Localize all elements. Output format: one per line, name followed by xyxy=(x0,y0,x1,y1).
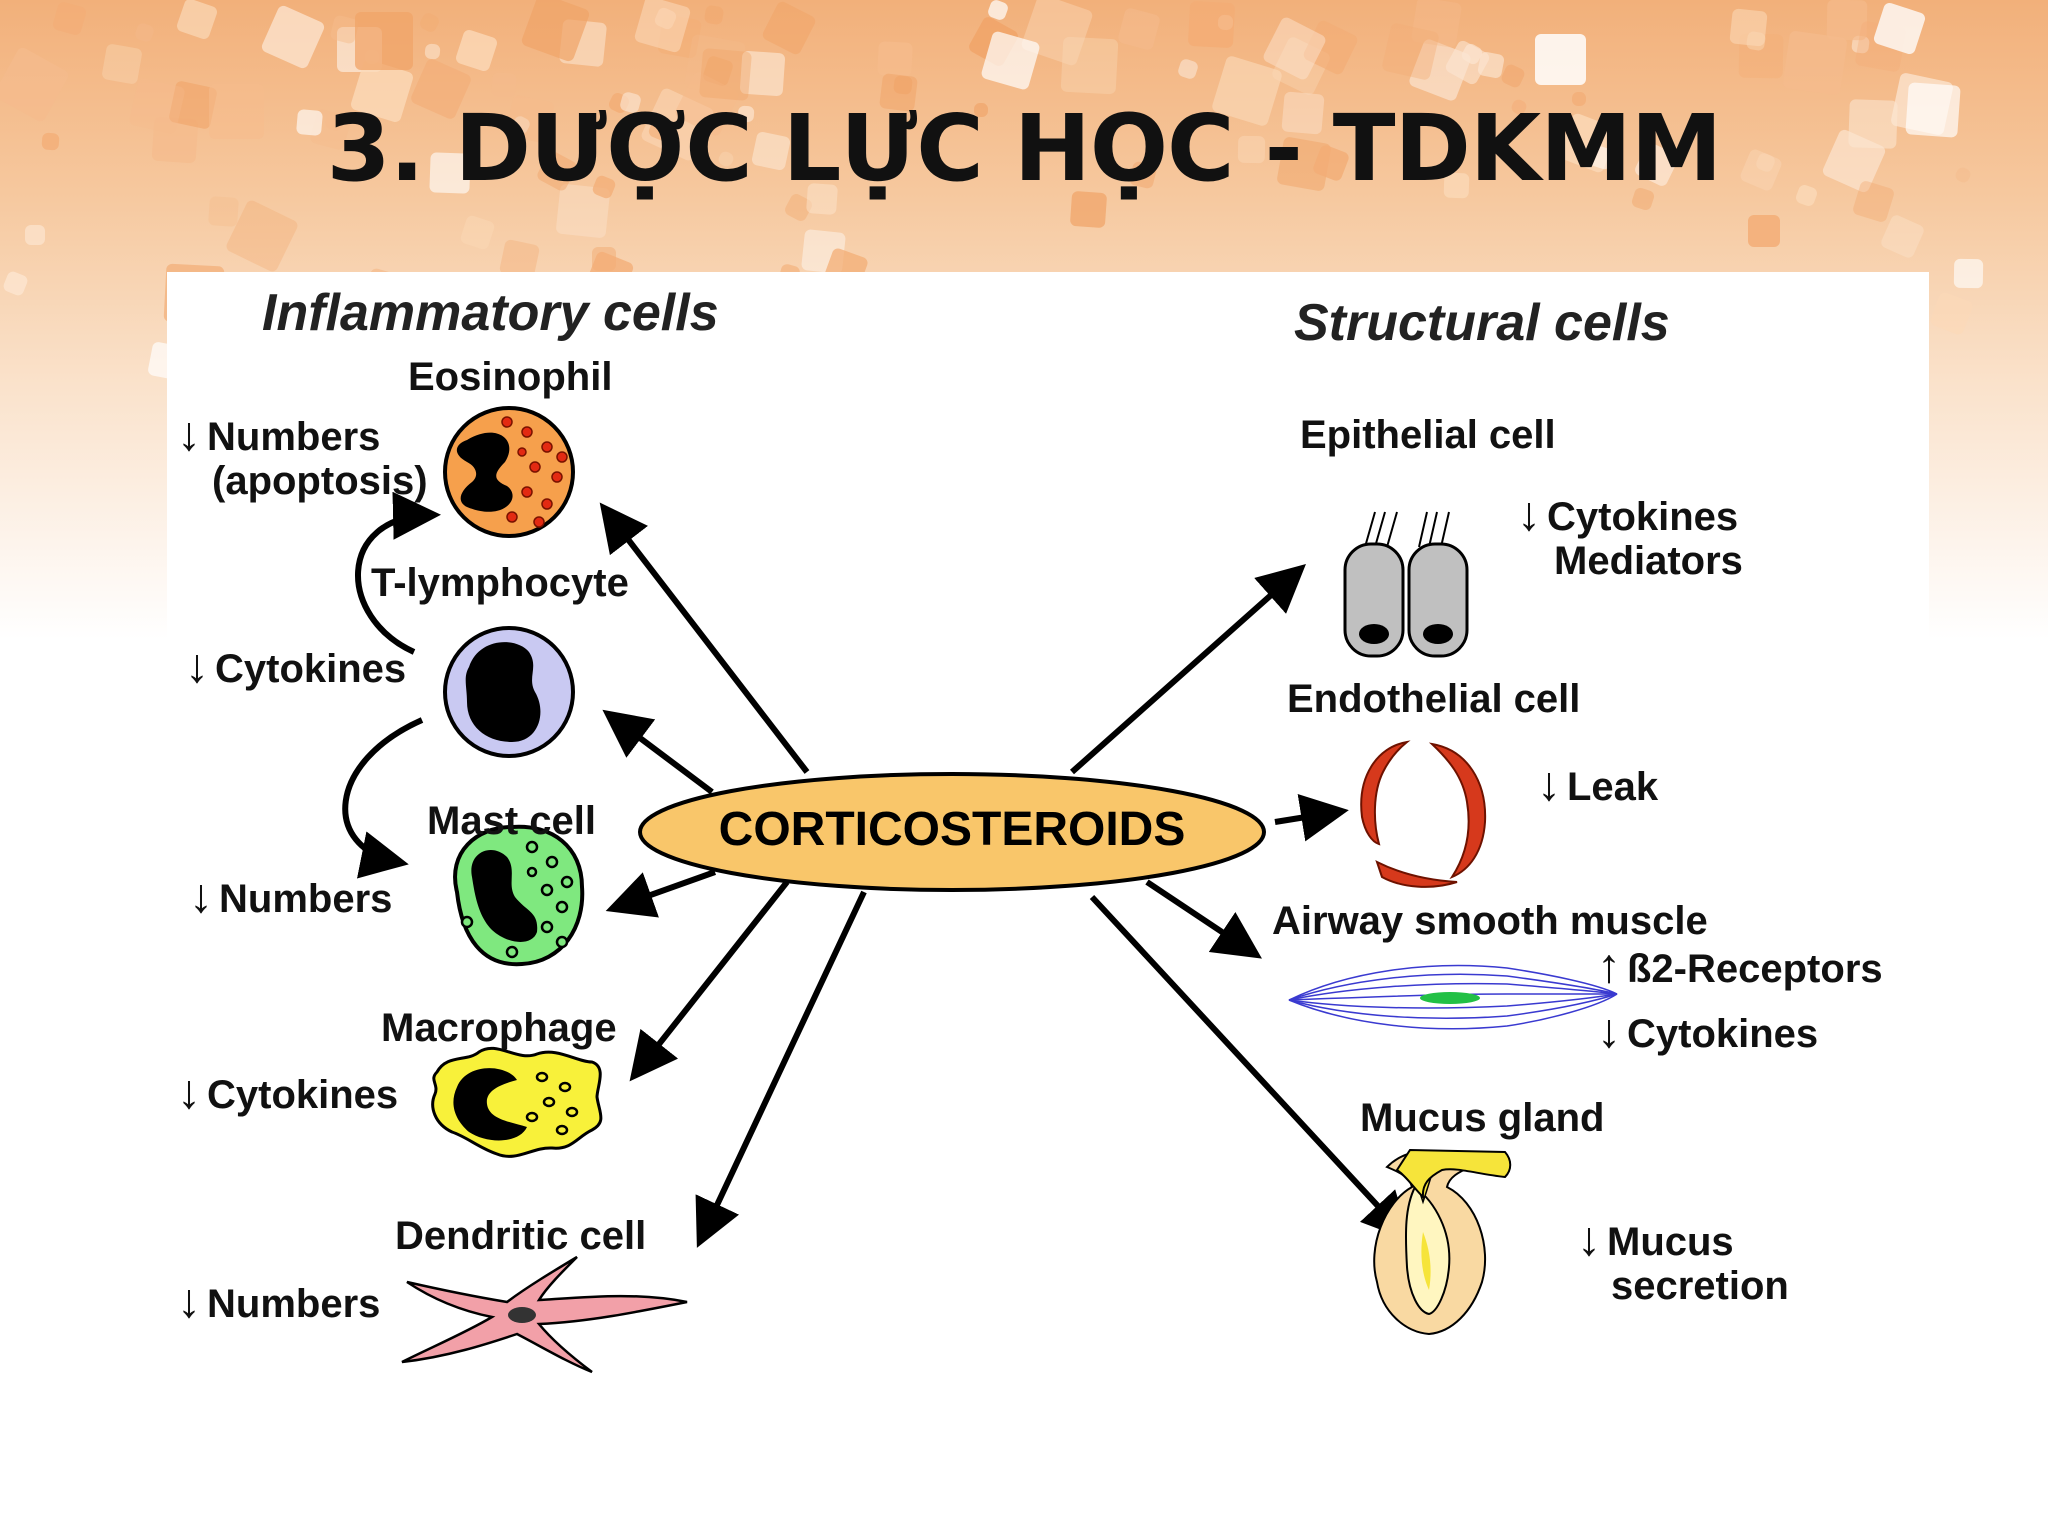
background-square xyxy=(1953,258,1984,289)
background-square xyxy=(703,4,725,26)
corticosteroids-diagram xyxy=(342,406,1618,1374)
mucus-gland-label: Mucus gland xyxy=(1360,1096,1605,1140)
background-square xyxy=(698,47,753,102)
corticosteroids-hub xyxy=(638,772,1266,892)
macrophage-illustration xyxy=(431,1046,603,1158)
arrow-to-epithelial-cell xyxy=(1070,564,1306,775)
down-arrow-icon: ↓ xyxy=(177,408,201,461)
airway-smooth-muscle-effect-cytokines: ↓Cytokines xyxy=(1597,1005,1819,1058)
background-square xyxy=(25,225,45,245)
arrow-to-t-lymphocyte xyxy=(602,709,714,795)
background-square xyxy=(491,72,517,98)
dendritic-cell-effect: ↓Numbers xyxy=(177,1275,381,1328)
down-arrow-icon: ↓ xyxy=(177,1066,201,1119)
arrow-to-eosinophil xyxy=(599,502,810,774)
hub-arrows xyxy=(599,502,1411,1248)
down-arrow-icon: ↓ xyxy=(189,870,213,923)
arrow-to-mucus-gland xyxy=(1089,894,1411,1241)
mast-cell-illustration xyxy=(453,824,585,967)
background-square xyxy=(877,41,913,77)
arrow-t-lymphocyte-to-mast-cell xyxy=(342,717,424,879)
epithelial-cell-effect: ↓Cytokines Mediators xyxy=(1517,488,1743,584)
epithelial-cell-illustration xyxy=(1343,511,1469,658)
macrophage-label: Macrophage xyxy=(381,1006,617,1050)
endothelial-cell-effect: ↓Leak xyxy=(1537,758,1659,811)
mucus-gland-illustration xyxy=(1373,1148,1512,1336)
arrow-to-macrophage xyxy=(629,880,790,1082)
inflammatory-cells-header: Inflammatory cells xyxy=(262,284,719,342)
mast-cell-label: Mast cell xyxy=(427,799,596,843)
endothelial-cell-illustration xyxy=(1360,740,1487,888)
down-arrow-icon: ↓ xyxy=(185,640,209,693)
background-square xyxy=(209,84,264,139)
airway-smooth-muscle-illustration xyxy=(1288,964,1618,1030)
t-lymphocyte-effect: ↓Cytokines xyxy=(185,640,407,693)
background-square xyxy=(1748,215,1780,247)
eosinophil-illustration xyxy=(443,406,575,538)
arrow-to-mast-cell xyxy=(605,869,717,918)
background-square xyxy=(1535,34,1586,85)
slide-title: 3. DƯỢC LỰC HỌC - TDKMM xyxy=(326,95,1723,202)
down-arrow-icon: ↓ xyxy=(1537,758,1561,811)
eosinophil-label: Eosinophil xyxy=(408,355,613,399)
t-lymphocyte-illustration xyxy=(443,626,575,758)
cell-interaction-arrows xyxy=(342,491,441,879)
mucus-gland-effect: ↓Mucus secretion xyxy=(1577,1213,1789,1309)
macrophage-effect: ↓Cytokines xyxy=(177,1066,399,1119)
background-square xyxy=(1745,30,1767,52)
structural-cells-header: Structural cells xyxy=(1294,294,1670,352)
background-square xyxy=(101,43,143,85)
dendritic-cell-label: Dendritic cell xyxy=(395,1214,647,1258)
down-arrow-icon: ↓ xyxy=(1597,1005,1621,1058)
eosinophil-effect: ↓Numbers (apoptosis) xyxy=(177,408,428,504)
background-square xyxy=(424,43,441,60)
down-arrow-icon: ↓ xyxy=(1577,1213,1601,1266)
diagram-panel: Inflammatory cells Structural cells CORT… xyxy=(167,272,1929,1412)
background-square xyxy=(355,12,413,70)
mast-cell-effect: ↓Numbers xyxy=(189,870,393,923)
background-square xyxy=(1217,14,1234,31)
arrow-t-lymphocyte-to-eosinophil xyxy=(355,491,441,655)
background-square xyxy=(1060,36,1119,95)
epithelial-cell-label: Epithelial cell xyxy=(1300,413,1556,457)
endothelial-cell-label: Endothelial cell xyxy=(1287,677,1581,721)
background-square xyxy=(1782,30,1848,96)
t-lymphocyte-label: T-lymphocyte xyxy=(371,561,629,605)
arrow-to-airway-smooth-muscle xyxy=(1145,879,1262,959)
arrow-to-dendritic-cell xyxy=(695,890,867,1248)
down-arrow-icon: ↓ xyxy=(1517,488,1541,541)
airway-smooth-muscle-effect-receptors: ↑ß2-Receptors xyxy=(1597,940,1883,993)
arrow-to-endothelial-cell xyxy=(1274,794,1349,842)
up-arrow-icon: ↑ xyxy=(1597,940,1621,993)
airway-smooth-muscle-label: Airway smooth muscle xyxy=(1272,899,1708,943)
down-arrow-icon: ↓ xyxy=(177,1275,201,1328)
dendritic-cell-illustration xyxy=(401,1255,688,1374)
corticosteroids-label: CORTICOSTEROIDS xyxy=(718,803,1186,856)
